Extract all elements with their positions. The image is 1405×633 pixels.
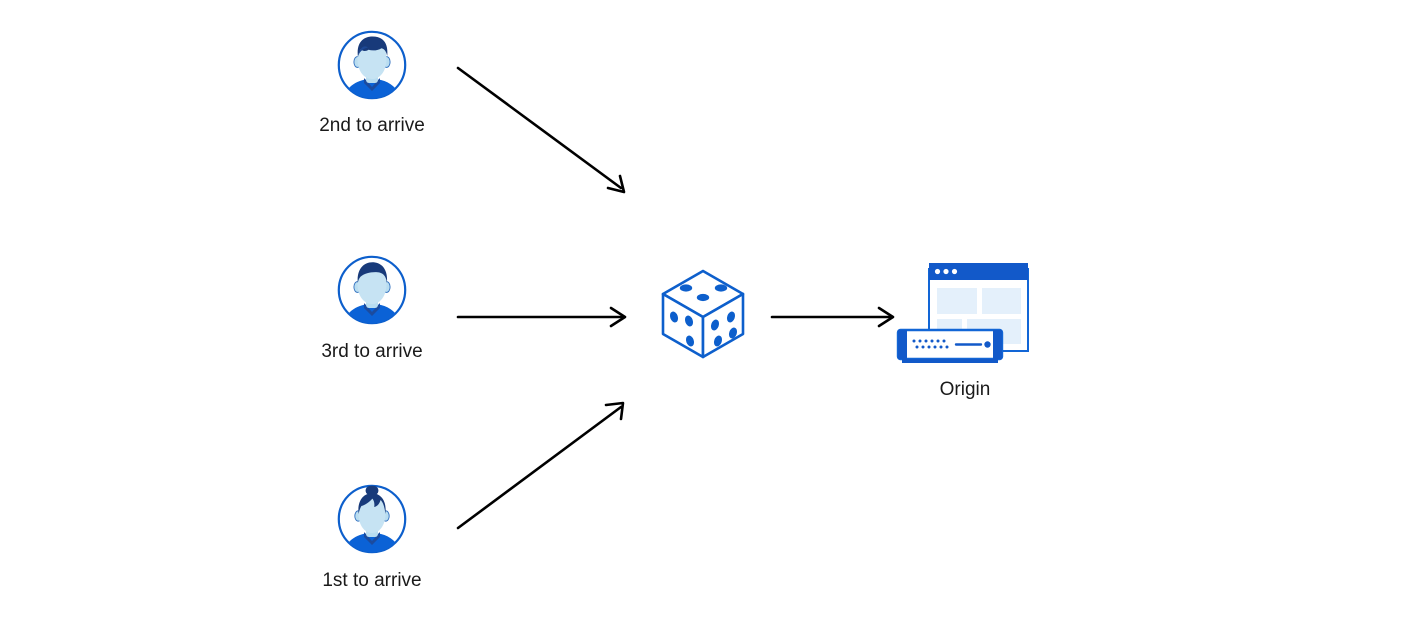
dice-icon [657, 265, 753, 365]
caption-1st-to-arrive: 1st to arrive [322, 570, 422, 591]
user-avatar-icon-2nd [334, 27, 410, 103]
arrow-dice-to-origin [770, 306, 895, 328]
user-avatar-icon-1st [334, 481, 410, 557]
arrow-3rd-to-dice [456, 306, 627, 328]
arrow-1st-to-dice [456, 401, 625, 530]
caption-2nd-to-arrive: 2nd to arrive [319, 115, 425, 136]
origin-server-icon [892, 255, 1034, 365]
caption-origin: Origin [939, 379, 991, 400]
user-avatar-icon-3rd [334, 252, 410, 328]
rack-server-device [896, 328, 1004, 363]
caption-3rd-to-arrive: 3rd to arrive [321, 341, 423, 362]
